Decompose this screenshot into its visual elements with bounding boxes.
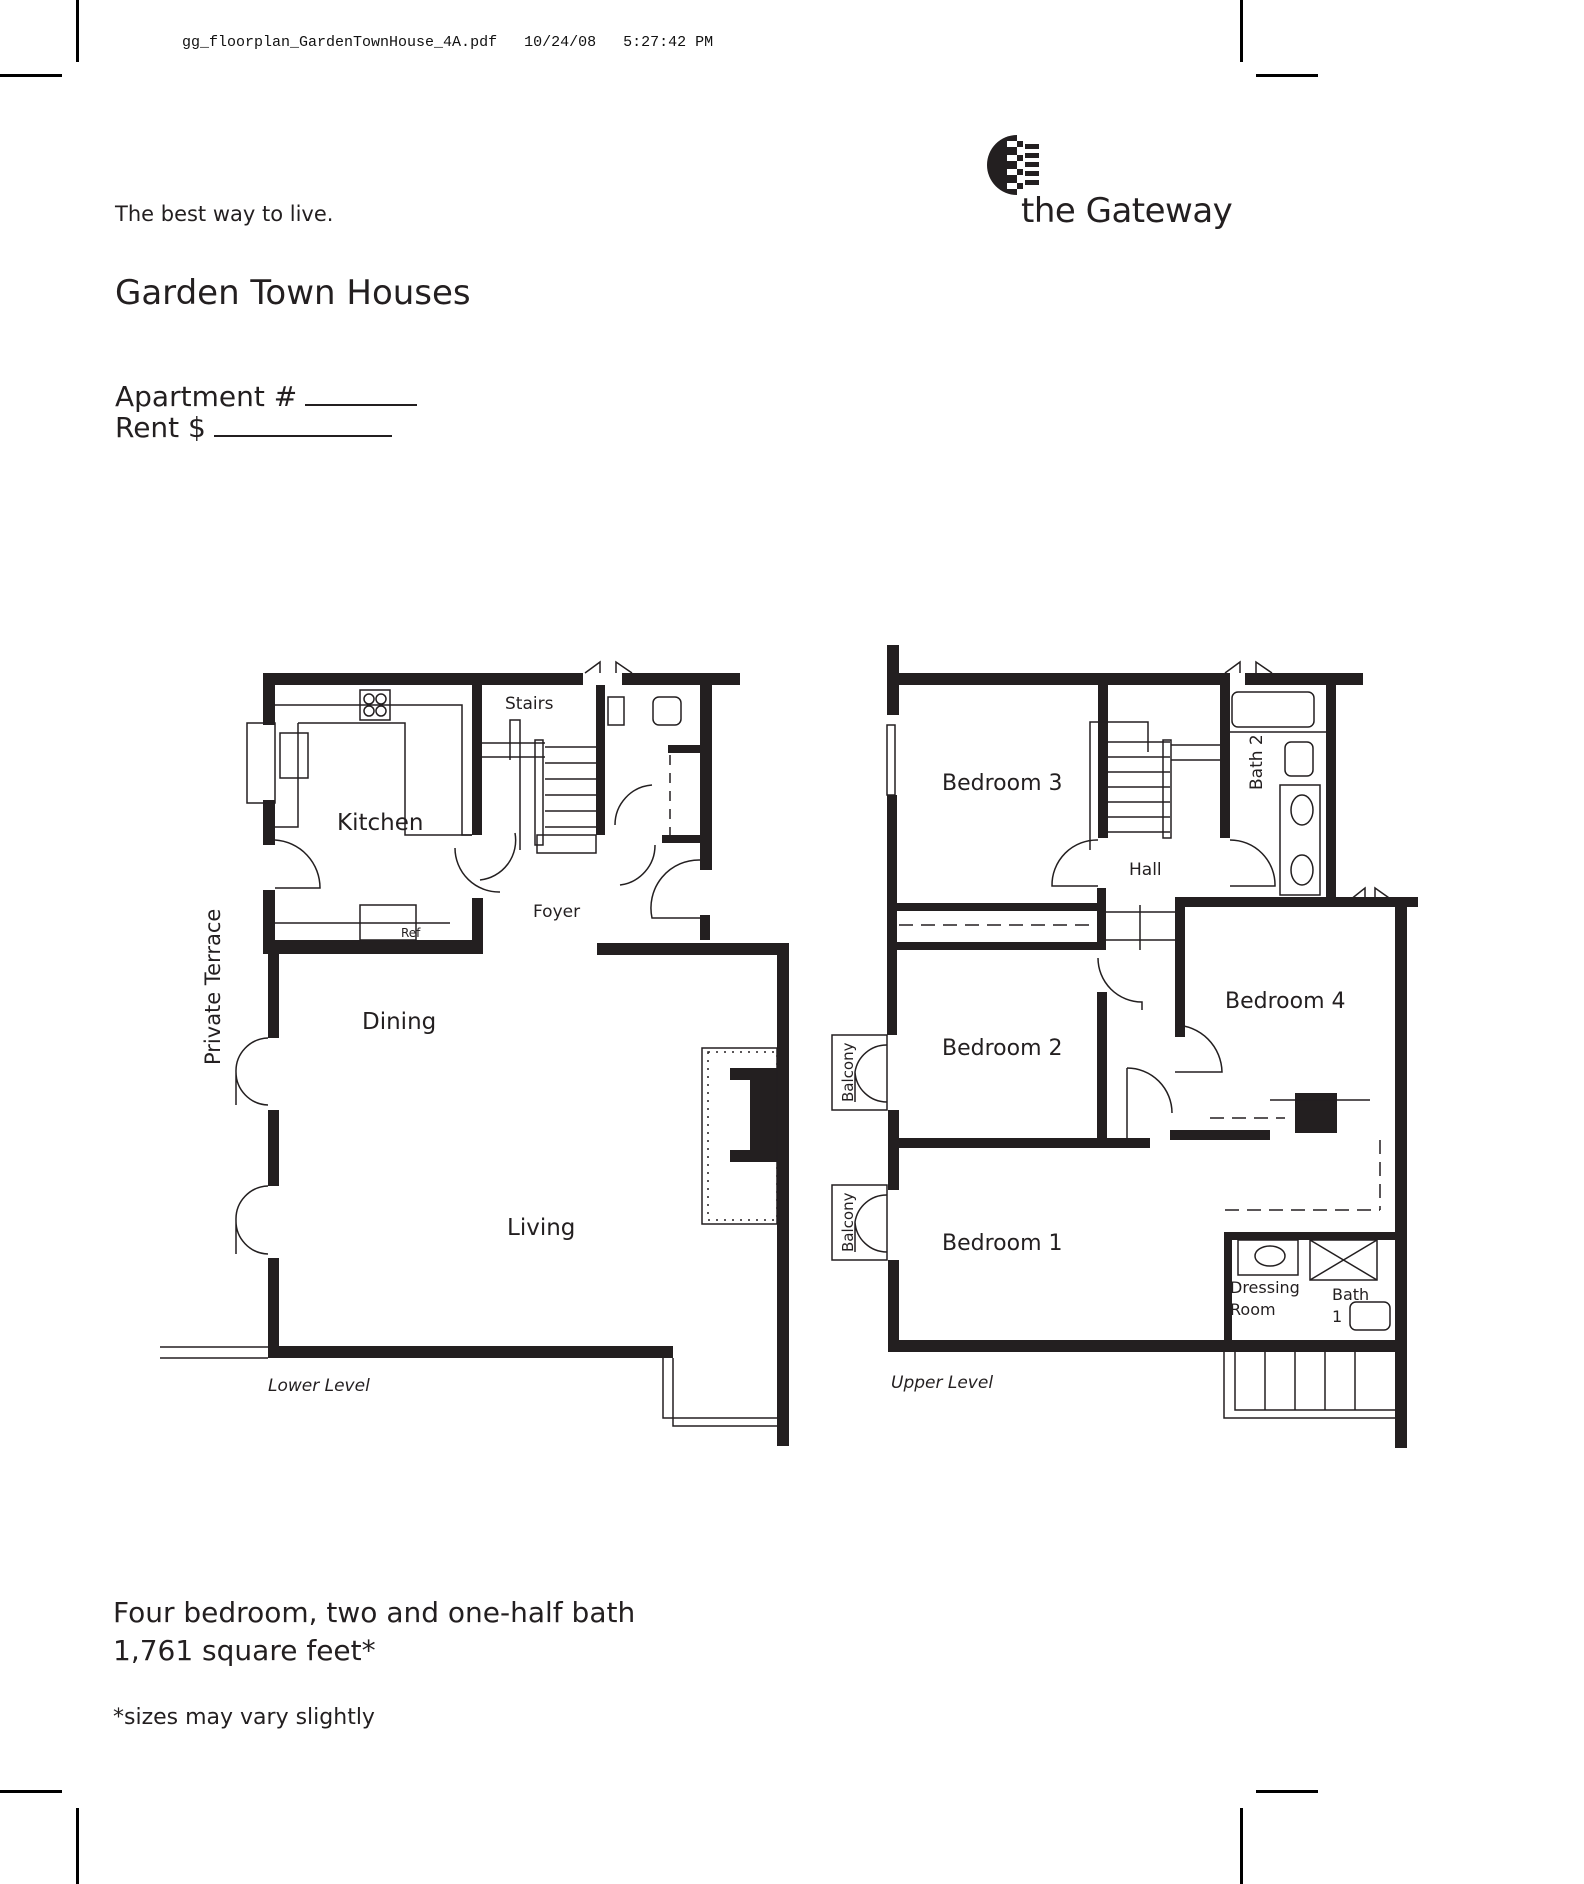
lower-level-plan [263, 673, 789, 1446]
rent-field: Rent $ [115, 411, 392, 444]
room-label-dressing-2: Room [1230, 1300, 1276, 1319]
crop-mark [1256, 74, 1318, 77]
rent-label: Rent $ [115, 411, 206, 444]
crop-mark [1256, 1790, 1318, 1793]
room-label-bath1-1: Bath [1332, 1285, 1369, 1304]
room-label-bath2: Bath 2 [1247, 734, 1267, 790]
crop-mark [1240, 1808, 1243, 1884]
upper-level-labels: Bedroom 3 Hall Bath 2 Bedroom 4 Bedroom … [839, 734, 1369, 1393]
room-label-foyer: Foyer [533, 902, 580, 922]
unit-summary: Four bedroom, two and one-half bath 1,76… [113, 1594, 635, 1670]
room-label-bath1-2: 1 [1332, 1307, 1342, 1326]
crop-mark [1240, 0, 1243, 62]
crop-mark [76, 1808, 79, 1884]
crop-mark [0, 1790, 62, 1793]
room-label-terrace: Private Terrace [201, 909, 225, 1065]
lower-level-fixtures [160, 660, 778, 1427]
unit-area: 1,761 square feet* [113, 1634, 376, 1667]
room-label-living: Living [507, 1215, 575, 1241]
room-label-balcony-lower: Balcony [839, 1192, 857, 1252]
print-header: gg_floorplan_GardenTownHouse_4A.pdf 10/2… [164, 17, 713, 51]
brand-logo: the Gateway [985, 133, 1233, 233]
tagline: The best way to live. [115, 202, 334, 226]
unit-layout: Four bedroom, two and one-half bath [113, 1596, 636, 1629]
room-label-hall: Hall [1129, 860, 1162, 880]
room-label-dining: Dining [362, 1009, 436, 1035]
room-label-dressing-1: Dressing [1230, 1278, 1300, 1297]
room-label-stairs: Stairs [505, 694, 554, 714]
room-label-bedroom1: Bedroom 1 [942, 1231, 1063, 1256]
room-label-bedroom3: Bedroom 3 [942, 771, 1063, 796]
rent-blank[interactable] [213, 435, 392, 437]
apartment-field: Apartment # [115, 380, 418, 413]
room-label-bedroom4: Bedroom 4 [1225, 989, 1346, 1014]
room-label-ref: Ref [401, 926, 421, 940]
crop-mark [76, 0, 79, 62]
apartment-blank[interactable] [305, 404, 418, 406]
lower-level-labels: Kitchen Stairs Foyer Ref Dining Living P… [201, 694, 580, 1396]
upper-level-plan [887, 645, 1418, 1448]
level-label-lower: Lower Level [268, 1376, 370, 1396]
room-label-bedroom2: Bedroom 2 [942, 1036, 1063, 1061]
room-label-kitchen: Kitchen [337, 810, 423, 836]
print-filename: gg_floorplan_GardenTownHouse_4A.pdf [182, 34, 498, 51]
page-title: Garden Town Houses [115, 273, 471, 313]
room-label-balcony-upper: Balcony [839, 1042, 857, 1102]
brand-name: the Gateway [1021, 191, 1233, 231]
print-time: 5:27:42 PM [623, 34, 714, 51]
apartment-label: Apartment # [115, 380, 298, 413]
half-circle-stripes-logo-icon [987, 135, 1039, 195]
upper-level-fixtures [831, 660, 1395, 1419]
level-label-upper: Upper Level [891, 1373, 993, 1393]
print-date: 10/24/08 [524, 34, 597, 51]
size-disclaimer: *sizes may vary slightly [113, 1705, 375, 1730]
crop-mark [0, 74, 62, 77]
